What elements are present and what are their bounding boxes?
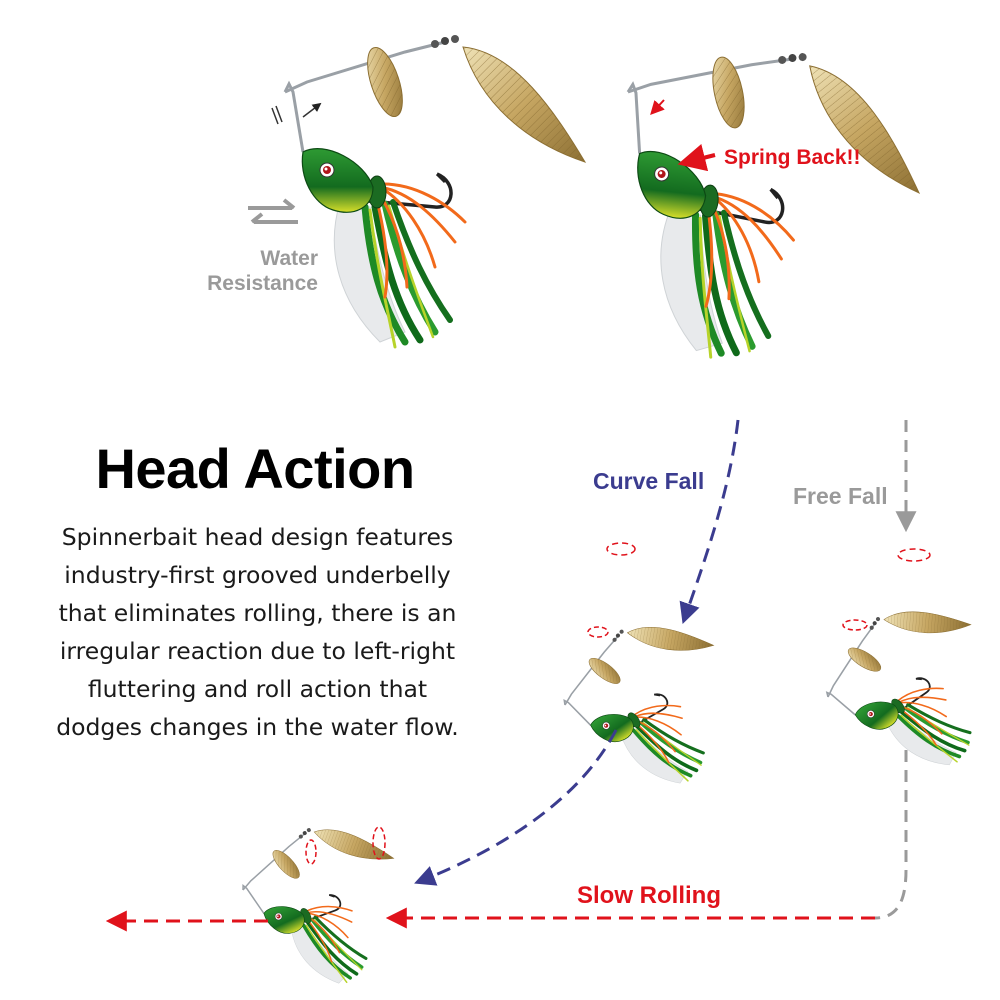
- water-resistance-label-line: Water: [260, 247, 318, 270]
- free-fall-label: Free Fall: [793, 483, 888, 509]
- rotation-icon: [606, 542, 636, 556]
- description-line: irregular reaction due to left-right: [59, 637, 456, 665]
- description: Spinnerbait head design features industr…: [20, 518, 495, 746]
- lure-free-fall: [807, 572, 1000, 801]
- description-line: fluttering and roll action that: [87, 675, 428, 703]
- rotation-icon: [372, 826, 386, 860]
- water-resistance-arrows-icon: [248, 198, 298, 224]
- curve-fall-arrow-icon: [679, 419, 740, 624]
- lure-water-resistance: [285, 35, 585, 347]
- spring-back-arrow-icon: [650, 99, 716, 172]
- curve-fall-label: Curve Fall: [593, 468, 705, 494]
- rotation-icon: [587, 626, 609, 638]
- rotation-icon: [897, 548, 931, 562]
- rotation-icon: [305, 839, 317, 865]
- description-line: dodges changes in the water flow.: [56, 713, 459, 741]
- lure-curve-fall: [546, 589, 771, 816]
- description-line: that eliminates rolling, there is an: [58, 599, 457, 627]
- page-title: Head Action: [95, 437, 415, 500]
- motion-strokes-icon: [271, 102, 322, 125]
- water-resistance-label-line: Resistance: [207, 272, 318, 295]
- description-line: industry-first grooved underbelly: [64, 561, 451, 589]
- description-line: Spinnerbait head design features: [61, 523, 454, 551]
- lure-slow-rolling: [229, 799, 435, 1000]
- water-resistance-label: Water Resistance: [178, 246, 318, 296]
- rotation-icon: [842, 619, 868, 631]
- curve-fall-arrow-icon: [414, 729, 618, 886]
- slow-rolling-curve-icon: [874, 750, 908, 920]
- spring-back-label: Spring Back!!: [724, 146, 861, 169]
- lure-spring-back: [601, 35, 932, 377]
- slow-rolling-label: Slow Rolling: [577, 882, 721, 909]
